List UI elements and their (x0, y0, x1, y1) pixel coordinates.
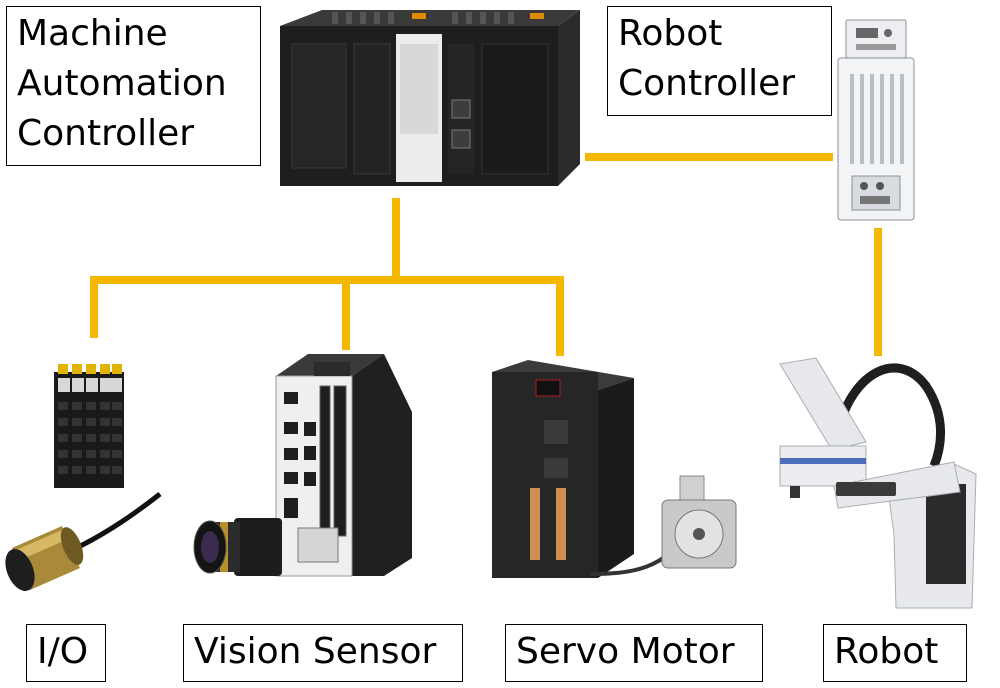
servo-motor-label: Servo Motor (505, 624, 763, 682)
io-module-icon (50, 362, 128, 492)
machine-automation-controller-label-line-3: Controller (17, 113, 195, 154)
machine-automation-controller-icon (262, 4, 587, 200)
machine-automation-controller-label-line-2: Automation (17, 63, 227, 104)
proximity-sensor-icon (2, 486, 162, 596)
robot-controller-label-line-2: Controller (618, 63, 796, 104)
robot-controller-label-line-1: Robot (618, 13, 723, 54)
machine-automation-controller-label-line-1: Machine (17, 13, 168, 54)
connector-bus-vision (342, 276, 350, 350)
robot-label: Robot (823, 624, 967, 682)
machine-automation-controller-label: Machine Automation Controller (6, 6, 261, 166)
robot-controller-icon (834, 18, 918, 222)
robot-controller-label: Robot Controller (607, 6, 832, 116)
servo-motor-icon (588, 470, 740, 580)
vision-sensor-icon (268, 352, 418, 578)
connector-controller-robot-controller (585, 153, 833, 161)
connector-bus-horizontal (90, 276, 564, 284)
connector-robot-controller-robot (874, 228, 882, 356)
scara-robot-icon (776, 346, 998, 612)
camera-icon (190, 508, 290, 584)
servo-drive-icon (488, 358, 638, 580)
connector-bus-io (90, 276, 98, 338)
io-label: I/O (26, 624, 106, 682)
vision-sensor-label: Vision Sensor (183, 624, 463, 682)
connector-bus-servo (556, 276, 564, 356)
connector-controller-down (392, 198, 400, 282)
